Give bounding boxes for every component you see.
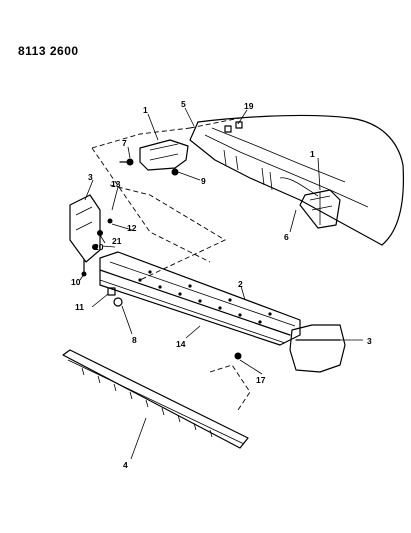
callout-7: 7 bbox=[122, 138, 127, 148]
callout-3-right: 3 bbox=[367, 336, 372, 346]
bar-fasteners bbox=[107, 287, 242, 360]
callout-12: 12 bbox=[127, 223, 137, 233]
callout-5: 5 bbox=[181, 99, 186, 109]
callout-2: 2 bbox=[238, 279, 243, 289]
callout-8: 8 bbox=[132, 335, 137, 345]
callout-1-right: 1 bbox=[310, 149, 315, 159]
bottom-strip bbox=[62, 349, 251, 449]
callout-21: 21 bbox=[112, 236, 122, 246]
callout-10: 10 bbox=[71, 277, 81, 287]
callouts: 1 5 19 7 9 1 3 13 12 20 21 10 6 2 11 8 1… bbox=[71, 99, 372, 470]
callout-4: 4 bbox=[123, 460, 128, 470]
callout-6: 6 bbox=[284, 232, 289, 242]
callout-14: 14 bbox=[176, 339, 186, 349]
vehicle-body-outline bbox=[189, 114, 404, 246]
end-cap-right bbox=[289, 324, 346, 373]
bumper-reinforcement bbox=[99, 251, 301, 346]
phantom-lines bbox=[91, 117, 241, 281]
callout-20: 20 bbox=[94, 242, 104, 252]
end-cap-left bbox=[69, 194, 113, 277]
diagram-code: 8113 2600 bbox=[18, 44, 79, 58]
callout-9: 9 bbox=[201, 176, 206, 186]
callout-1-top: 1 bbox=[143, 105, 148, 115]
bracket-left bbox=[119, 139, 189, 176]
callout-17: 17 bbox=[256, 375, 266, 385]
callout-3-left: 3 bbox=[88, 172, 93, 182]
leader-lines bbox=[79, 107, 363, 460]
callout-13: 13 bbox=[111, 179, 121, 189]
bolts bbox=[224, 121, 243, 133]
callout-19: 19 bbox=[244, 101, 254, 111]
callout-11: 11 bbox=[75, 302, 84, 312]
